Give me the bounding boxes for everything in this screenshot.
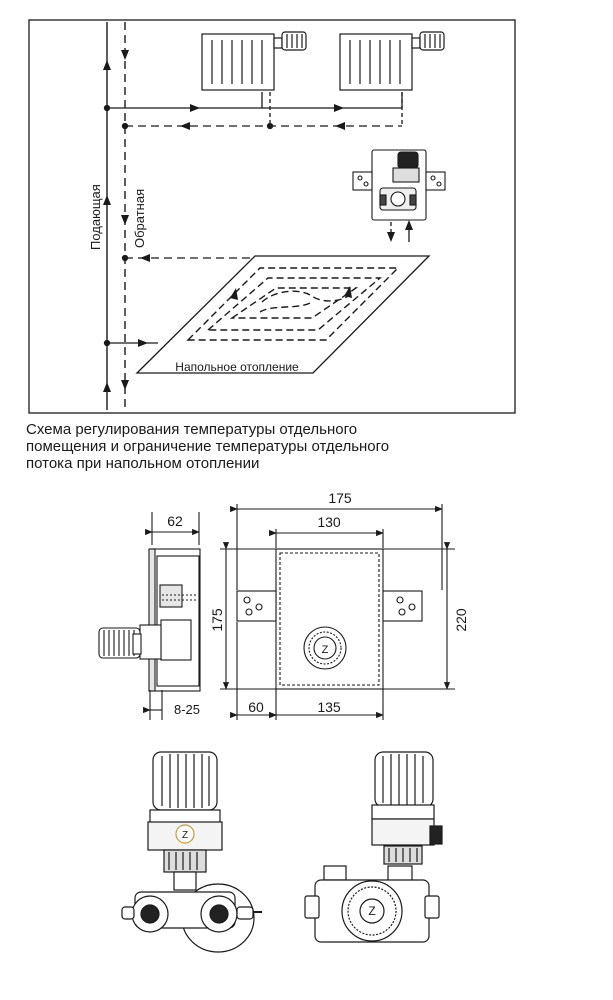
svg-text:Z: Z — [182, 830, 188, 841]
radiator-supply-line — [103, 92, 403, 112]
heating-scheme: Напольное отопление Подающая Обратная — [28, 19, 516, 414]
scheme-caption: Схема регулирования температуры отдельно… — [26, 421, 586, 472]
control-box-small — [352, 149, 446, 221]
brand-logo-left: Z — [175, 824, 195, 844]
floor-heating-label: Напольное отопление — [175, 360, 299, 374]
floor-coil-arrows — [230, 286, 352, 300]
svg-text:Z: Z — [368, 904, 375, 918]
brand-logo-right: Z — [368, 904, 375, 918]
floor-heating-plate — [135, 255, 431, 374]
dim-front-outer-width: 175 — [328, 490, 352, 506]
radiator-return-line — [121, 92, 403, 130]
return-riser — [121, 22, 129, 410]
radiator-left — [201, 31, 307, 91]
brand-logo-front: Z — [322, 644, 329, 656]
scheme-frame — [28, 19, 516, 414]
dim-front-bottom-width: 135 — [317, 699, 341, 715]
side-view-drawing — [98, 512, 201, 720]
caption-line: Схема регулирования температуры отдельно… — [26, 421, 358, 438]
floor-supply-line — [103, 339, 158, 347]
control-box-connections — [387, 220, 413, 242]
valve-isometric-right — [304, 751, 443, 943]
valve-isometric-left — [121, 751, 262, 953]
dim-front-offset: 60 — [248, 699, 264, 715]
caption-line: помещения и ограничение температуры отде… — [26, 438, 390, 455]
dim-side-depth: 62 — [167, 513, 183, 529]
return-label: Обратная — [132, 189, 147, 248]
dim-front-total-height: 220 — [453, 608, 469, 632]
dim-side-range: 8-25 — [174, 702, 200, 717]
caption-line: потока при напольном отоплении — [26, 455, 260, 472]
dim-front-height: 175 — [209, 608, 225, 632]
dim-front-inner-width: 130 — [317, 514, 341, 530]
front-view-drawing — [220, 504, 455, 720]
radiator-right — [339, 31, 445, 91]
svg-text:Z: Z — [322, 644, 329, 656]
supply-riser — [103, 22, 111, 410]
supply-label: Подающая — [88, 184, 103, 250]
